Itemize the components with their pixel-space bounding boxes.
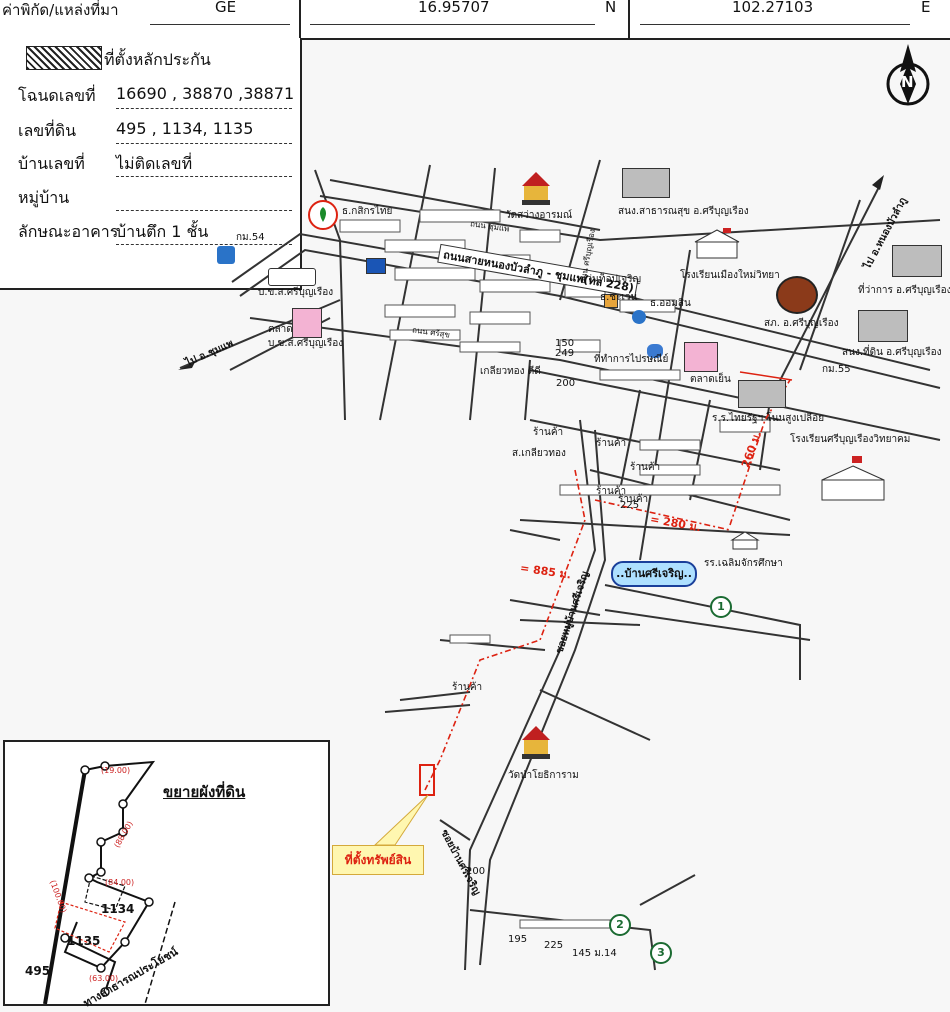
bus-station-label: บ.ข.ส.ศรีบุญเรือง — [258, 287, 334, 298]
dim-63: (63.00) — [89, 974, 119, 983]
land-plan-inset: ขยายผังที่ดิน (19.00) (88.00) (100.00) (… — [3, 740, 330, 1010]
post-office-icon — [647, 344, 663, 358]
temple-icon — [520, 172, 552, 206]
info-row-building-type: ลักษณะอาคาร บ้านตึก 1 ชั้น — [0, 216, 300, 246]
parcel-1134: 1134 — [101, 902, 135, 916]
kasikorn-label: ธ.กสิกรไทย — [342, 206, 393, 217]
shop-b-label: ร้านค้า — [596, 438, 627, 449]
school-chui-label: ร.ร.ไทยรัฐฯ โนนสูงเปลือย — [712, 413, 825, 424]
house-number-145: 145 ม.14 — [572, 948, 617, 959]
row-value: 495 , 1134, 1135 — [116, 119, 254, 138]
longitude-value: 102.27103 — [732, 0, 814, 16]
market-icon — [292, 308, 322, 338]
evening-market-icon — [684, 342, 718, 372]
shop-ngkyo2-label: ส.เกลียวทอง — [512, 448, 566, 459]
longitude-direction: E — [921, 0, 931, 16]
village-label: ..บ้านศรีเจริญ.. — [611, 561, 697, 587]
km55-label: กม.55 — [822, 364, 851, 375]
info-row-deed: โฉนดเลขที่ 16690 , 38870 ,38871 — [0, 80, 300, 110]
shop-c-label: ร้านค้า — [630, 462, 661, 473]
shop-e-label: ร้านค้า — [618, 494, 649, 505]
coordinate-label: ค่าพิกัด/แหล่งที่มา — [2, 1, 119, 19]
info-row-land-no: เลขที่ดิน 495 , 1134, 1135 — [0, 115, 300, 145]
health-office-label: สนง.สาธารณสุข อ.ศรีบุญเรือง — [618, 206, 749, 217]
house-number-200b: 200 — [466, 866, 486, 877]
police-label: สภ. อ.ศรีบุญเรือง — [764, 318, 839, 329]
land-office-building-icon — [858, 310, 908, 342]
market-label: ตลาด — [268, 324, 293, 335]
school3-label: รร.เฉลิมจักรศึกษา — [704, 558, 783, 569]
school2-label: โรงเรียนศรีบุญเรืองวิทยาคม — [790, 434, 911, 445]
row-value: ไม่ติดเลขที่ — [116, 154, 193, 173]
collateral-swatch — [26, 46, 102, 70]
row-label: ลักษณะอาคาร — [18, 222, 119, 241]
house-number-150: 150 — [555, 338, 575, 349]
marker-2: 2 — [609, 914, 631, 936]
coordinate-header: ค่าพิกัด/แหล่งที่มา GE 16.95707 N 102.27… — [0, 0, 950, 40]
shop-logo-icon — [366, 258, 386, 274]
bus-icon — [268, 268, 316, 286]
savings-bank-icon — [632, 310, 646, 324]
seven-label: ธ.ชะเว่น — [600, 292, 638, 303]
marker-1: 1 — [710, 596, 732, 618]
evening-market-label: ตลาดเย็น — [690, 374, 731, 385]
health-office-building-icon — [622, 168, 670, 198]
house-number-225b: 225 — [544, 940, 564, 951]
collateral-label: ที่ตั้งหลักประกัน — [104, 50, 211, 69]
property-info-box: ที่ตั้งหลักประกัน โฉนดเลขที่ 16690 , 388… — [0, 38, 302, 290]
info-row-village: หมู่บ้าน — [0, 182, 300, 212]
north-arrow-icon: N — [882, 44, 934, 114]
house-number-225: 225 — [620, 500, 640, 511]
row-label: เลขที่ดิน — [18, 121, 77, 140]
coordinate-source: GE — [215, 0, 237, 16]
district-office-building-icon — [892, 245, 942, 277]
shop-f-label: ร้านค้า — [452, 682, 483, 693]
dim-84: (84.00) — [105, 878, 135, 887]
row-value: บ้านตึก 1 ชั้น — [116, 222, 209, 241]
parcel-drawing — [43, 760, 176, 1004]
seven-eleven-icon — [604, 294, 618, 308]
shop-ngkyo-label: เกลียวทอง ดีดี — [480, 366, 541, 377]
row-label: บ้านเลขที่ — [18, 154, 85, 173]
land-office-label: สนง.ที่ดิน อ.ศรีบุญเรือง — [842, 347, 942, 358]
latitude-direction: N — [605, 0, 617, 16]
house-number-195: 195 — [508, 934, 528, 945]
property-location-callout: ที่ตั้งทรัพย์สิน — [332, 845, 424, 875]
shop-a-label: ร้านค้า — [533, 427, 564, 438]
row-label: หมู่บ้าน — [18, 188, 70, 207]
house-number-200a: 200 — [556, 378, 576, 389]
inset-title: ขยายผังที่ดิน — [163, 783, 246, 801]
school-building-icon — [738, 380, 786, 408]
latitude-value: 16.95707 — [418, 0, 490, 16]
north-letter: N — [901, 73, 914, 91]
glasses-shop-label: แว่นท็อปเจริญ — [580, 274, 642, 285]
police-badge-icon — [776, 276, 818, 314]
dim-19: (19.00) — [101, 766, 131, 775]
temple2-label: วัดป่าโยธิการาม — [508, 770, 579, 781]
school1-label: โรงเรียนเมืองใหม่วิทยา — [680, 270, 780, 281]
temple1-label: วัดสว่างอารมณ์ — [505, 210, 573, 221]
row-label: โฉนดเลขที่ — [18, 86, 96, 105]
savings-bank-label: ธ.ออมสิน — [650, 298, 691, 309]
km54-label: กม.54 — [236, 232, 265, 243]
district-office-label: ที่ว่าการ อ.ศรีบุญเรือง — [858, 285, 950, 296]
kasikorn-bank-icon — [308, 200, 338, 230]
info-row-house-no: บ้านเลขที่ ไม่ติดเลขที่ — [0, 148, 300, 178]
bank-logo-icon — [217, 246, 235, 264]
shop-d-label: ร้านค้า — [596, 486, 627, 497]
school-large-icon — [818, 456, 888, 502]
school-icon — [693, 228, 741, 260]
house-number-249: 249 — [555, 348, 575, 359]
market-sub-label: บ.ข.ส.ศรีบุญเรือง — [268, 338, 344, 349]
post-office-label: ที่ทำการไปรษณีย์ — [594, 354, 669, 365]
row-value: 16690 , 38870 ,38871 — [116, 84, 295, 103]
small-school-icon — [730, 530, 760, 550]
marker-3: 3 — [650, 942, 672, 964]
parcel-495: 495 — [25, 964, 51, 978]
parcel-1135: 1135 — [67, 934, 101, 948]
temple-icon — [520, 726, 552, 760]
